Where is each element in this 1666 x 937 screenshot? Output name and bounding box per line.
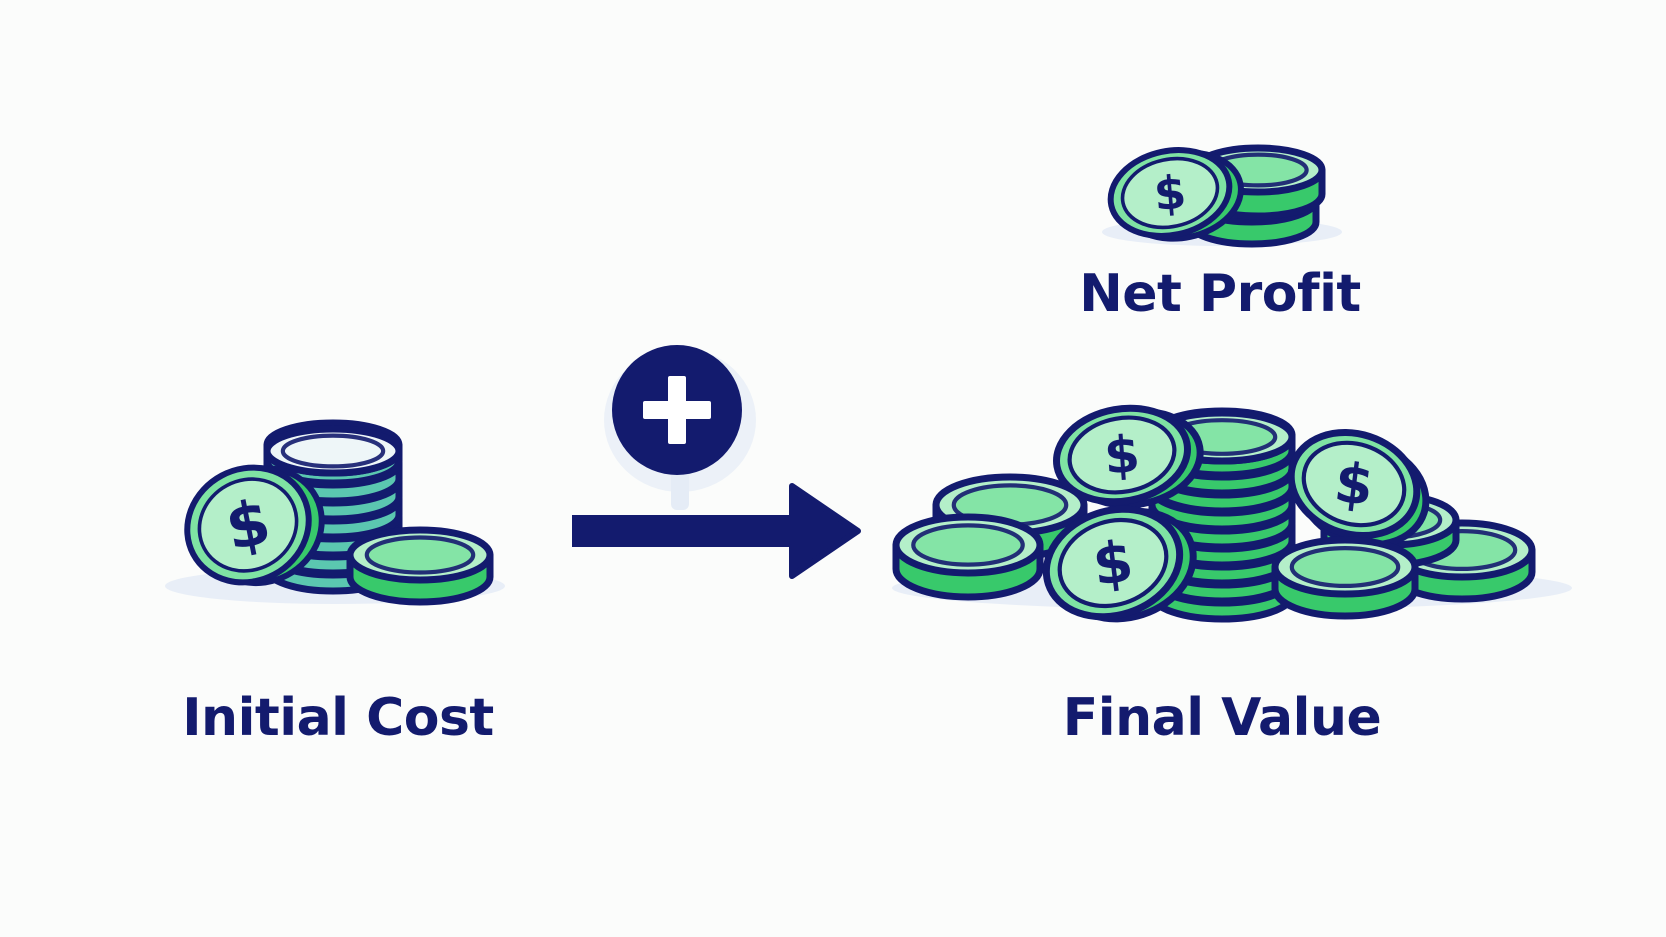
plus-bar-vertical <box>668 376 686 444</box>
dollar-sign-icon: $ <box>1089 529 1137 599</box>
coin-icon <box>1271 536 1419 620</box>
initial-cost-label: Initial Cost <box>182 688 494 748</box>
arrow-right-icon <box>572 483 861 579</box>
final-value-coins-icon: $ $ $ <box>892 404 1572 623</box>
dollar-coin-icon: $ <box>1042 505 1197 623</box>
final-value-label: Final Value <box>1062 688 1382 748</box>
dollar-coin-icon: $ <box>1107 147 1244 242</box>
arrow-shaft <box>572 515 800 547</box>
plus-stem <box>671 470 689 510</box>
dollar-sign-icon: $ <box>1102 425 1142 486</box>
net-profit-coins-icon: $ <box>1102 144 1342 248</box>
dollar-coin-icon: $ <box>184 464 325 587</box>
net-profit-label: Net Profit <box>1079 264 1361 324</box>
plus-circle-icon <box>604 345 756 510</box>
coin-icon <box>346 526 494 606</box>
dollar-coin-icon: $ <box>1053 404 1204 509</box>
coin-icon <box>263 425 403 477</box>
initial-cost-coins-icon: $ <box>165 419 505 606</box>
coin-icon <box>892 513 1044 601</box>
dollar-coin-icon: $ <box>1287 428 1430 549</box>
dollar-sign-icon: $ <box>1331 450 1377 518</box>
arrow-head <box>789 483 861 579</box>
dollar-sign-icon: $ <box>1152 165 1188 221</box>
